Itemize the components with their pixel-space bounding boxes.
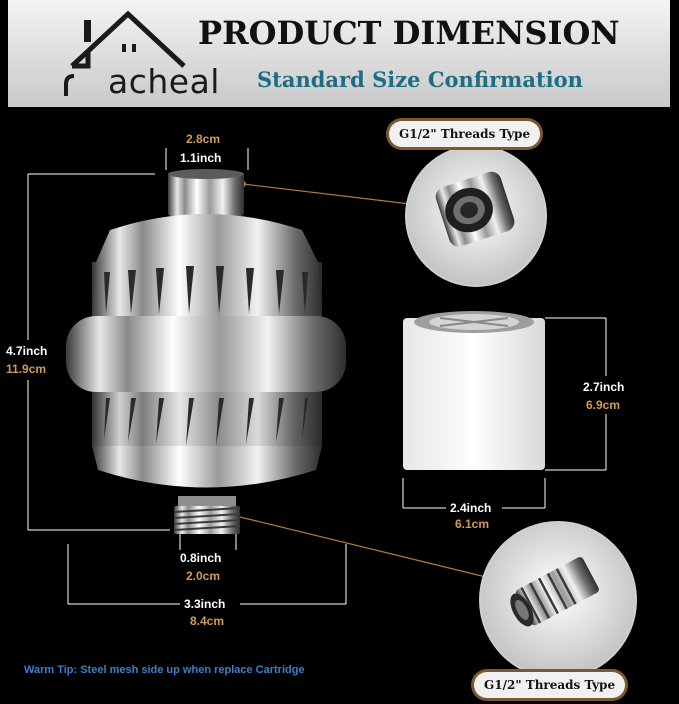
thread-type-tag-top: G1/2" Threads Type: [389, 121, 541, 147]
width-inch-label: 3.3inch: [184, 597, 226, 611]
cartridge-width-inch-label: 2.4inch: [450, 501, 492, 515]
top-inlet-inch-label: 1.1inch: [180, 151, 222, 165]
width-cm-label: 8.4cm: [190, 614, 225, 628]
outlet-cm-label: 2.0cm: [186, 569, 221, 583]
house-logo-icon: [64, 10, 186, 96]
cartridge-height-cm-label: 6.9cm: [586, 398, 621, 412]
page-title: PRODUCT DIMENSION: [198, 14, 620, 52]
outlet-inch-label: 0.8inch: [180, 551, 222, 565]
page-subtitle: Standard Size Confirmation: [257, 67, 583, 92]
top-inlet-cm-label: 2.8cm: [186, 132, 221, 146]
warm-tip-text: Warm Tip: Steel mesh side up when replac…: [24, 664, 305, 676]
brand-name: acheal: [108, 62, 220, 101]
height-cm-label: 11.9cm: [6, 362, 47, 376]
thread-type-tag-bottom: G1/2" Threads Type: [474, 672, 626, 698]
header-banner: acheal PRODUCT DIMENSION Standard Size C…: [8, 0, 670, 107]
cartridge-width-cm-label: 6.1cm: [455, 517, 490, 531]
height-inch-label: 4.7inch: [6, 344, 48, 358]
cartridge-height-inch-label: 2.7inch: [583, 380, 625, 394]
